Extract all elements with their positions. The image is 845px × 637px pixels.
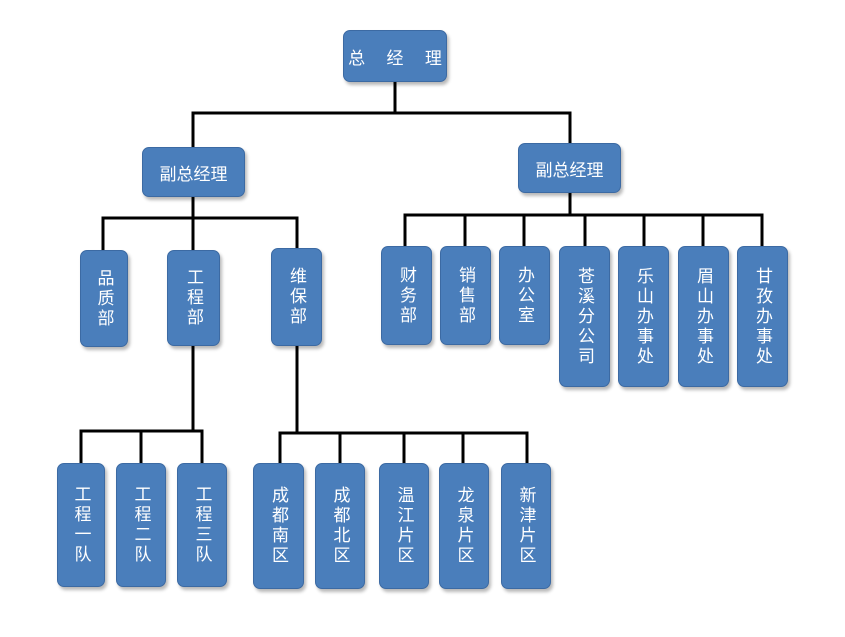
node-label: 副总经理 — [535, 160, 604, 181]
node-general-manager: 总 经 理 — [343, 30, 447, 82]
node-meishan-office: 眉山办事处 — [678, 246, 729, 387]
node-team-1: 工程一队 — [57, 463, 105, 587]
node-leshan-office: 乐山办事处 — [618, 246, 669, 387]
node-engineering-dept: 工程部 — [167, 250, 220, 346]
node-team-2: 工程二队 — [116, 463, 166, 587]
node-label: 副总经理 — [159, 164, 228, 185]
node-vp-left: 副总经理 — [142, 147, 245, 197]
node-quality-dept: 品质部 — [80, 250, 128, 347]
node-longquan-district: 龙泉片区 — [439, 463, 489, 589]
node-label: 财务部 — [396, 265, 416, 326]
node-label: 眉山办事处 — [693, 266, 713, 367]
node-label: 新津片区 — [515, 486, 536, 566]
node-office: 办公室 — [499, 246, 550, 345]
node-label: 成都南区 — [268, 486, 288, 566]
node-ganzi-office: 甘孜办事处 — [737, 246, 788, 387]
node-label: 品质部 — [93, 268, 114, 329]
node-finance-dept: 财务部 — [381, 246, 432, 345]
node-label: 办公室 — [514, 265, 534, 326]
node-label: 甘孜办事处 — [752, 266, 772, 367]
node-label: 工程一队 — [70, 485, 91, 565]
node-label: 工程二队 — [130, 485, 151, 565]
node-label: 总 经 理 — [348, 48, 450, 69]
node-label: 工程三队 — [191, 485, 212, 565]
node-label: 温江片区 — [393, 486, 414, 566]
node-label: 龙泉片区 — [453, 486, 474, 566]
node-vp-right: 副总经理 — [518, 143, 621, 193]
node-label: 成都北区 — [329, 486, 350, 566]
node-label: 苍溪分公司 — [574, 266, 594, 367]
node-label: 销售部 — [455, 265, 475, 326]
node-label: 维保部 — [286, 267, 306, 327]
node-chengdu-north: 成都北区 — [315, 463, 365, 589]
node-team-3: 工程三队 — [177, 463, 227, 587]
node-label: 工程部 — [183, 268, 203, 328]
node-label: 乐山办事处 — [633, 266, 653, 367]
node-xinjin-district: 新津片区 — [501, 463, 551, 589]
node-maintenance-dept: 维保部 — [271, 248, 322, 346]
node-cangxi-branch: 苍溪分公司 — [559, 246, 610, 387]
node-chengdu-south: 成都南区 — [253, 463, 304, 589]
node-sales-dept: 销售部 — [440, 246, 491, 345]
node-wenjiang-district: 温江片区 — [379, 463, 429, 589]
